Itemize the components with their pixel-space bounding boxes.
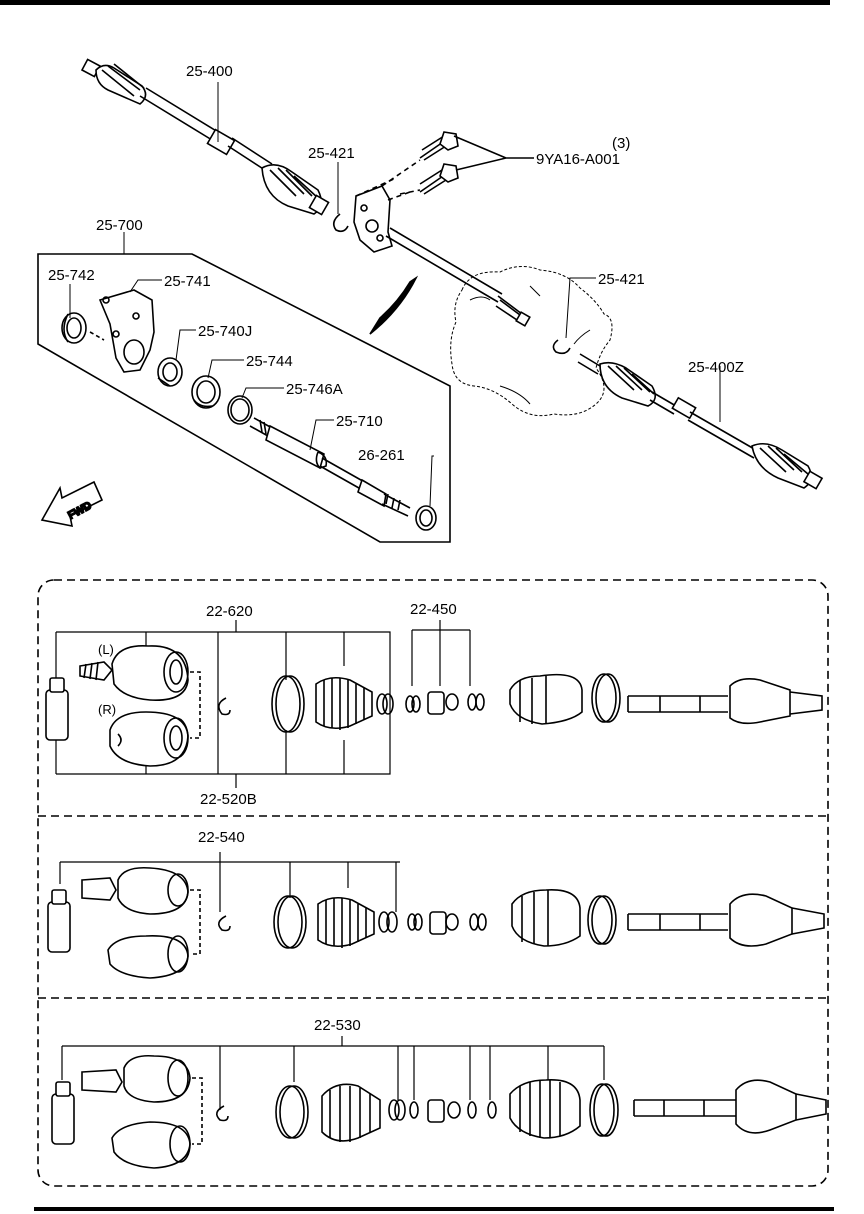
row1-joint-dashes: [190, 671, 201, 739]
row3-grease-tube[interactable]: [51, 1081, 75, 1145]
label-22-520b: 22-520B: [200, 791, 257, 808]
left-drive-shaft[interactable]: [80, 58, 330, 216]
label-26-261: 26-261: [358, 447, 405, 464]
row3-outer-joint-top[interactable]: [81, 1054, 191, 1103]
bolt-upper[interactable]: [419, 131, 459, 161]
label-25-700: 25-700: [96, 217, 143, 234]
row1-shaft[interactable]: [627, 678, 823, 725]
row2-boot-band-large[interactable]: [273, 895, 307, 949]
row2-boot-outer[interactable]: [317, 896, 375, 948]
snap-ring-upper[interactable]: [332, 213, 349, 233]
label-22-540: 22-540: [198, 829, 245, 846]
row3-brackets: [61, 1036, 605, 1110]
row3-shaft[interactable]: [633, 1079, 827, 1134]
label-22-450: 22-450: [410, 601, 457, 618]
label-25-740j: 25-740J: [198, 323, 252, 340]
row3-boot-band-large[interactable]: [275, 1085, 309, 1139]
row1-boot-band-large[interactable]: [271, 675, 305, 733]
seal-dash: [89, 331, 105, 341]
upper-leaders: [69, 82, 721, 507]
label-9ya16-a001: 9YA16-A001: [536, 151, 620, 168]
joint-snap-ring[interactable]: [415, 505, 437, 531]
label-25-421-right: 25-421: [598, 271, 645, 288]
row2-shaft[interactable]: [627, 893, 825, 947]
oil-seal[interactable]: [61, 312, 87, 344]
row3-band-inner[interactable]: [589, 1083, 619, 1137]
parts-set-25-700-frame: [37, 253, 451, 543]
row3-damper-rings[interactable]: [409, 1099, 497, 1123]
row2-boot-inner[interactable]: [511, 889, 581, 947]
row3-joint-dashes: [192, 1077, 203, 1145]
row2-brackets: [59, 852, 400, 912]
part-labels: 25-400 25-421 (3) 9YA16-A001 25-700 25-7…: [48, 63, 744, 1034]
right-drive-shaft[interactable]: [577, 353, 824, 490]
label-25-741: 25-741: [164, 273, 211, 290]
direction-arrow: [369, 275, 419, 335]
row1-outer-joint-left[interactable]: [79, 645, 189, 701]
bearing[interactable]: [157, 357, 183, 387]
snap-ring-746a[interactable]: [227, 395, 253, 425]
row2-band-inner[interactable]: [587, 895, 617, 945]
row1-grease-tube[interactable]: [45, 677, 69, 741]
bolt-lower[interactable]: [419, 163, 459, 195]
row2-grease-tube[interactable]: [47, 889, 71, 953]
row2-boot-band-small[interactable]: [378, 911, 398, 933]
row3-boot-band-small[interactable]: [388, 1099, 406, 1121]
label-25-742: 25-742: [48, 267, 95, 284]
label-25-421-upper: 25-421: [308, 145, 355, 162]
row1-band-inner[interactable]: [591, 673, 621, 723]
top-rule: [0, 0, 830, 5]
row1-boot-inner[interactable]: [509, 673, 583, 725]
row3-boot-outer[interactable]: [321, 1083, 381, 1142]
joint-shaft[interactable]: [249, 417, 411, 517]
bottom-rule: [34, 1207, 834, 1211]
row3-circlip[interactable]: [216, 1105, 229, 1122]
row1-damper-rings[interactable]: [405, 691, 485, 715]
intermediate-shaft[interactable]: [385, 227, 531, 327]
row2-outer-joint-bottom[interactable]: [107, 935, 189, 979]
row2-circlip[interactable]: [218, 915, 231, 932]
label-25-744: 25-744: [246, 353, 293, 370]
label-25-746a: 25-746A: [286, 381, 343, 398]
snap-ring-right[interactable]: [552, 339, 571, 355]
label-22-530: 22-530: [314, 1017, 361, 1034]
row1-boot-band-small[interactable]: [376, 693, 394, 715]
bearing-bracket[interactable]: [353, 177, 411, 253]
bolt-leader: [453, 135, 534, 171]
label-25-710: 25-710: [336, 413, 383, 430]
row1-circlip[interactable]: [218, 697, 231, 716]
label-22-620: 22-620: [206, 603, 253, 620]
row1-boot-outer[interactable]: [315, 676, 373, 730]
fwd-arrow: FWD: [40, 480, 104, 528]
row1-brackets: [55, 620, 471, 788]
bearing-support[interactable]: [98, 289, 155, 373]
label-25-400z: 25-400Z: [688, 359, 744, 376]
row2-outer-joint-top[interactable]: [81, 866, 189, 915]
row3-outer-joint-bottom[interactable]: [111, 1121, 191, 1169]
row1-outer-joint-right[interactable]: [109, 711, 189, 767]
label-left: (L): [98, 642, 114, 657]
transaxle-outline: [450, 266, 613, 417]
boot-kit-panel: [37, 579, 829, 1187]
label-bolt-qty: (3): [612, 135, 630, 152]
row2-damper-rings[interactable]: [407, 911, 487, 935]
row3-boot-inner[interactable]: [509, 1079, 581, 1139]
label-right: (R): [98, 702, 116, 717]
dust-seal[interactable]: [191, 375, 221, 409]
bolt-dashed-link: [381, 159, 421, 195]
row2-joint-dashes: [190, 889, 201, 955]
label-25-400: 25-400: [186, 63, 233, 80]
